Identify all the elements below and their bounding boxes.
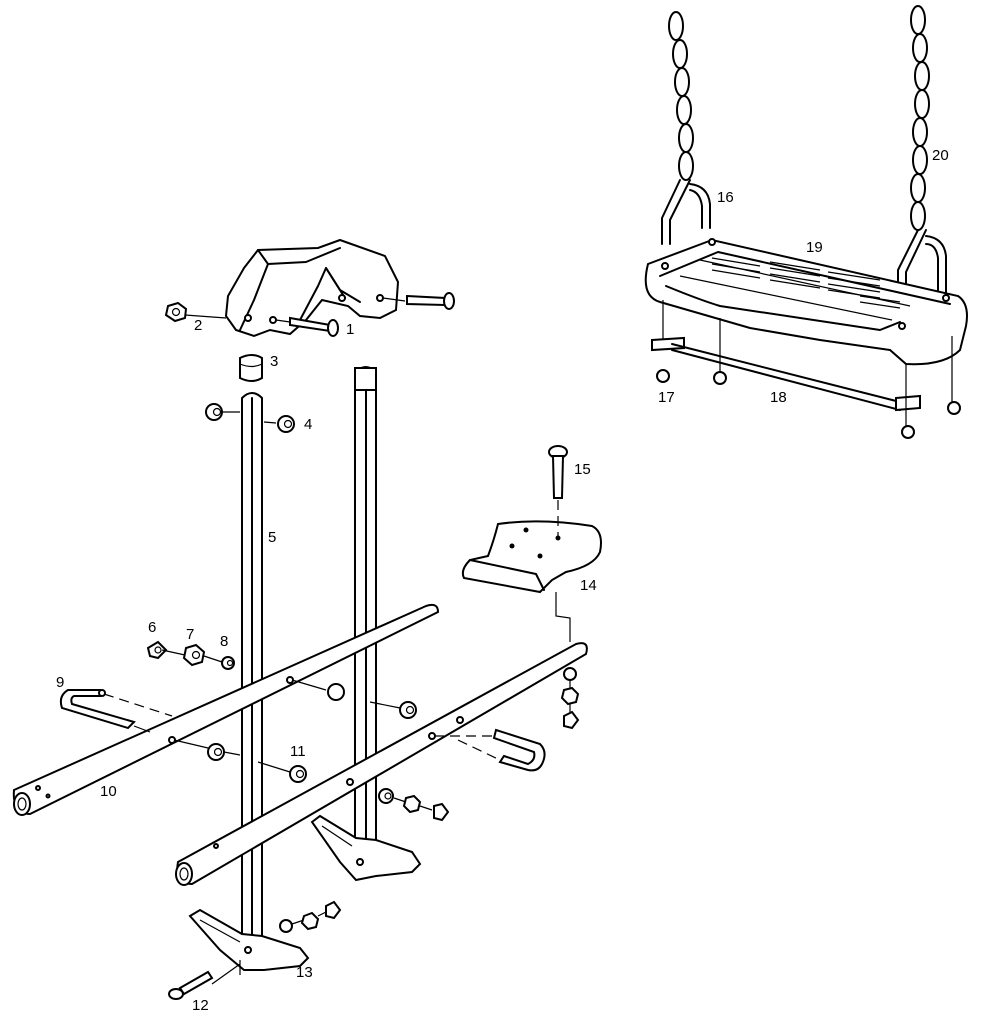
cross-bar-back	[12, 603, 440, 816]
callout-2: 2	[194, 317, 203, 334]
callout-20: 20	[932, 147, 949, 164]
nuts-17	[656, 369, 961, 439]
hanger-16-left	[661, 179, 711, 245]
nut-7	[182, 643, 206, 667]
top-bracket	[224, 238, 400, 338]
swing-seat-19	[644, 238, 968, 366]
callout-19: 19	[806, 239, 823, 256]
callout-4: 4	[304, 416, 313, 433]
bolt-12	[168, 963, 241, 1000]
foot-rest-14	[461, 520, 602, 594]
callout-7: 7	[186, 626, 195, 643]
seat-strap-18	[651, 300, 953, 426]
callout-12: 12	[192, 997, 209, 1014]
leader-7-8	[203, 655, 223, 663]
callout-1: 1	[346, 321, 355, 338]
callout-3: 3	[270, 353, 279, 370]
u-bolt-9	[59, 689, 173, 733]
cross-bar-front	[175, 642, 588, 886]
callout-6: 6	[148, 619, 157, 636]
base-foot-13	[188, 908, 310, 975]
upright-pole-left	[241, 392, 263, 961]
cap-3	[239, 354, 263, 382]
callout-17: 17	[658, 389, 675, 406]
back-bar-nuts	[173, 679, 417, 761]
bolt-1	[275, 292, 455, 337]
nut-6	[146, 640, 168, 660]
callout-5: 5	[268, 529, 277, 546]
chain-20-right	[910, 5, 930, 231]
callout-11: 11	[290, 743, 306, 760]
u-bolt-right	[434, 728, 546, 772]
right-pole-nuts	[378, 788, 450, 822]
nut-2	[164, 301, 227, 323]
callout-18: 18	[770, 389, 787, 406]
bolt-15	[548, 445, 568, 536]
callout-8: 8	[220, 633, 229, 650]
chain-20-left	[668, 11, 694, 181]
washer-8	[221, 656, 235, 670]
nut-11	[257, 761, 307, 783]
base-foot-right	[310, 814, 422, 882]
callout-10: 10	[100, 783, 117, 800]
foot-rest-mount	[555, 592, 580, 730]
callout-16: 16	[717, 189, 734, 206]
callout-15: 15	[574, 461, 591, 478]
callout-9: 9	[56, 674, 65, 691]
base-foot-nuts	[279, 900, 342, 933]
callout-13: 13	[296, 964, 313, 981]
leader-6-7	[161, 649, 186, 656]
nut-4	[205, 403, 295, 433]
callout-14: 14	[580, 577, 597, 594]
upright-pole-right	[354, 366, 377, 861]
